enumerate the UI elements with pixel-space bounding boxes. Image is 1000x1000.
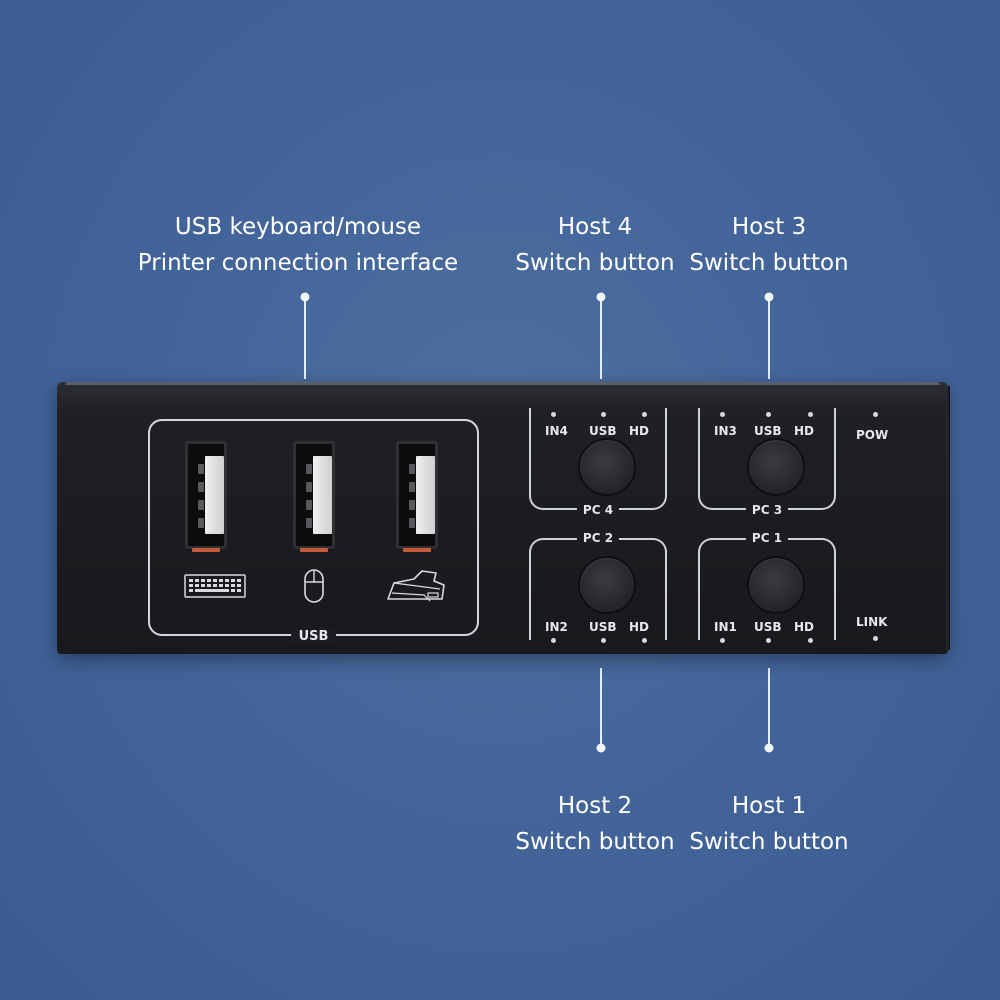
kvm-switch-device: USB IN4 USB HD PC 4 IN3 USB HD PC 3 IN2 … — [57, 382, 950, 654]
led-usb4 — [601, 412, 606, 417]
label-hd3: HD — [794, 424, 815, 438]
switch-group-pc3: IN3 USB HD PC 3 — [698, 408, 836, 517]
led-pow — [873, 412, 878, 417]
usb-port-mouse[interactable] — [293, 441, 335, 552]
callout-host3-line1: Host 3 — [731, 214, 807, 240]
switch-group-pc2: IN2 USB HD PC 2 — [529, 531, 667, 643]
leader-dot-host3 — [764, 292, 774, 302]
led-hd4 — [642, 412, 647, 417]
leader-line-host4 — [600, 297, 602, 379]
led-in4 — [551, 412, 556, 417]
callout-usb-line1: USB keyboard/mouse — [174, 214, 422, 240]
label-hd1: HD — [794, 620, 815, 634]
callout-host1-line1: Host 1 — [731, 793, 807, 819]
callout-host1: Host 1 Switch button — [689, 788, 848, 860]
label-hd4: HD — [629, 424, 650, 438]
printer-icon — [387, 570, 445, 602]
leader-line-host3 — [768, 297, 770, 379]
callout-host4: Host 4 Switch button — [515, 209, 674, 281]
usb-port-keyboard[interactable] — [185, 441, 227, 552]
label-in1: IN1 — [714, 620, 737, 634]
pc4-switch-button[interactable] — [578, 438, 636, 496]
pc4-label: PC 4 — [576, 503, 620, 517]
led-hd3 — [808, 412, 813, 417]
pc3-label: PC 3 — [745, 503, 789, 517]
led-in3 — [720, 412, 725, 417]
switch-group-pc1: IN1 USB HD PC 1 — [698, 531, 836, 643]
leader-line-host1 — [768, 668, 770, 748]
label-usb3: USB — [754, 424, 782, 438]
pc2-label: PC 2 — [576, 531, 620, 545]
callout-host3-line2: Switch button — [689, 250, 849, 276]
led-usb2 — [601, 638, 606, 643]
switch-group-pc4: IN4 USB HD PC 4 — [529, 408, 667, 517]
usb-port-panel: USB — [148, 419, 479, 644]
label-hd2: HD — [629, 620, 650, 634]
led-link — [873, 636, 878, 641]
callout-host3: Host 3 Switch button — [689, 209, 848, 281]
callout-host2: Host 2 Switch button — [515, 788, 674, 860]
callout-usb-line2: Printer connection interface — [137, 250, 459, 276]
usb-port-printer[interactable] — [396, 441, 438, 552]
keyboard-icon — [184, 574, 246, 598]
pc2-switch-button[interactable] — [578, 556, 636, 614]
label-in3: IN3 — [714, 424, 737, 438]
callout-host2-line1: Host 2 — [557, 793, 633, 819]
callout-host4-line1: Host 4 — [557, 214, 633, 240]
usb-panel-label: USB — [290, 629, 337, 644]
led-hd2 — [642, 638, 647, 643]
leader-line-host2 — [600, 668, 602, 748]
mouse-icon — [304, 569, 324, 603]
label-usb2: USB — [589, 620, 617, 634]
led-usb3 — [766, 412, 771, 417]
led-in2 — [551, 638, 556, 643]
pc3-switch-button[interactable] — [747, 438, 805, 496]
led-hd1 — [808, 638, 813, 643]
led-in1 — [720, 638, 725, 643]
callout-usb-interface: USB keyboard/mouse Printer connection in… — [138, 209, 458, 281]
callout-host4-line2: Switch button — [515, 250, 675, 276]
label-in2: IN2 — [545, 620, 568, 634]
callout-host2-line2: Switch button — [515, 829, 675, 855]
leader-dot-host1 — [764, 743, 774, 753]
pc1-label: PC 1 — [745, 531, 789, 545]
link-label: LINK — [856, 615, 888, 629]
leader-dot-host2 — [596, 743, 606, 753]
led-usb1 — [766, 638, 771, 643]
leader-dot-usb — [300, 292, 310, 302]
label-in4: IN4 — [545, 424, 568, 438]
label-usb4: USB — [589, 424, 617, 438]
callout-host1-line2: Switch button — [689, 829, 849, 855]
leader-dot-host4 — [596, 292, 606, 302]
pow-label: POW — [856, 428, 889, 442]
label-usb1: USB — [754, 620, 782, 634]
leader-line-usb — [304, 297, 306, 379]
pc1-switch-button[interactable] — [747, 556, 805, 614]
